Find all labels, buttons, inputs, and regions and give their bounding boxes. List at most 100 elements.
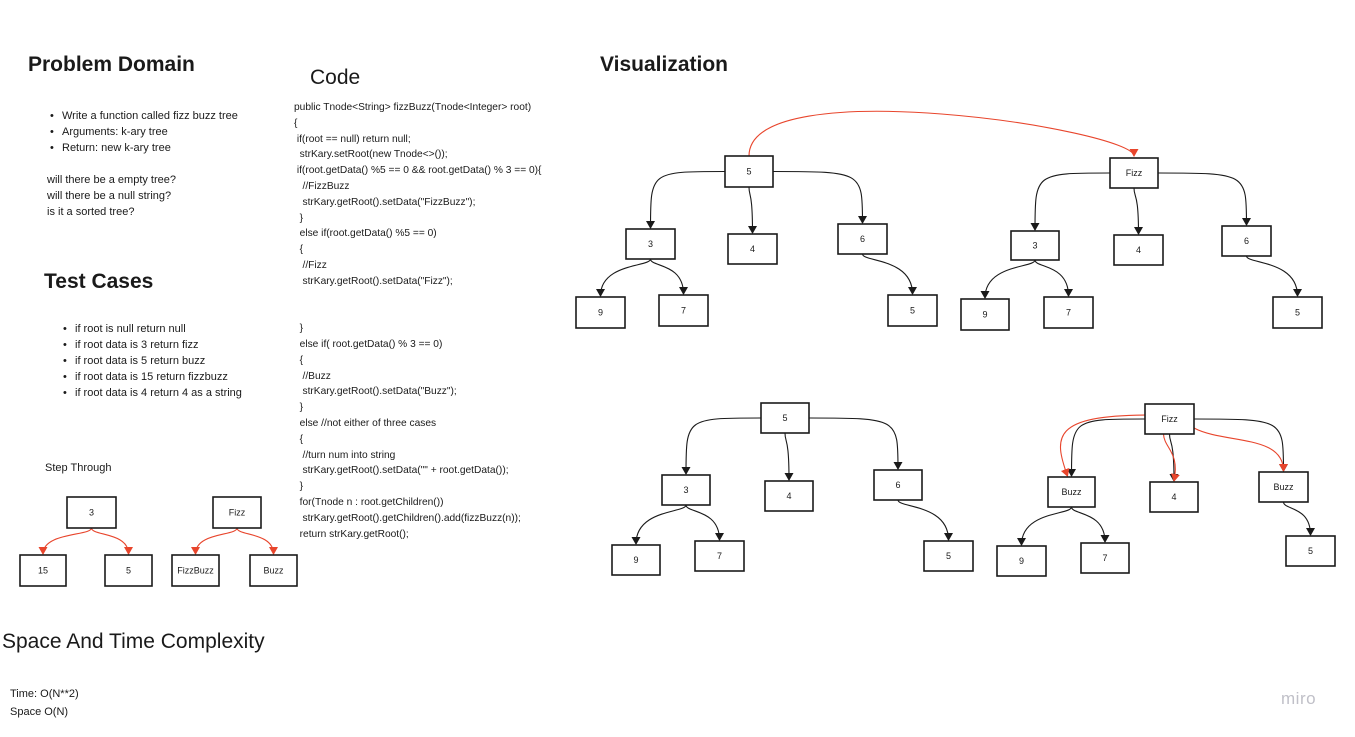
- code-line: else //not either of three cases: [294, 417, 437, 429]
- tree-edge: [649, 258, 688, 295]
- question-line: will there be a empty tree?: [47, 174, 177, 186]
- code-line: }: [294, 402, 304, 414]
- code-line: for(Tnode n : root.getChildren()): [294, 496, 444, 508]
- problem-domain-questions: will there be a empty tree? will there b…: [47, 172, 176, 220]
- tree-edge: [1193, 418, 1288, 472]
- tree-node-label: 7: [1066, 308, 1071, 318]
- tree-node: 6: [873, 469, 923, 501]
- tree-edge: [772, 170, 867, 224]
- tree-edge: [861, 253, 917, 295]
- tree-node: Buzz: [249, 554, 298, 587]
- tree-edge: [1245, 255, 1302, 297]
- code-line: {: [294, 117, 298, 129]
- tree-node-label: 7: [717, 551, 722, 561]
- tree-node-label: 9: [982, 310, 987, 320]
- tree-node-label: 4: [750, 244, 755, 254]
- tree-node: 7: [694, 540, 745, 572]
- tree-edge: [191, 527, 238, 555]
- tree-node-label: 5: [746, 167, 751, 177]
- code-line: //FizzBuzz: [294, 180, 350, 192]
- question-line: will there be a null string?: [47, 190, 172, 202]
- tree-node: 4: [1149, 481, 1199, 513]
- code-line: else if(root.getData() %5 == 0): [294, 228, 437, 240]
- list-item: Write a function called fizz buzz tree: [50, 108, 238, 124]
- space-complexity: Space O(N): [10, 706, 69, 718]
- tree-node: 9: [611, 544, 661, 576]
- tree-node-label: 7: [681, 306, 686, 316]
- step-through-label: Step Through: [45, 462, 112, 474]
- tree-node-box: [724, 155, 774, 188]
- tree-edge: [90, 527, 133, 555]
- code-line: {: [294, 354, 304, 366]
- tree-node-label: Fizz: [1161, 414, 1178, 424]
- tree-node: 9: [575, 296, 626, 329]
- code-line: //turn num into string: [294, 449, 396, 461]
- tree-edge: [1157, 172, 1251, 226]
- tree-node: Buzz: [1258, 471, 1309, 503]
- tree-node-box: [837, 223, 888, 255]
- problem-domain-bullets: Write a function called fizz buzz tree A…: [48, 108, 238, 156]
- code-line: strKary.getRoot().setData("FizzBuzz");: [294, 196, 476, 208]
- visualization-heading: Visualization: [600, 53, 728, 76]
- tree-node: 5: [760, 402, 810, 434]
- tree-node: 5: [104, 554, 153, 587]
- tree-node-box: [1109, 157, 1159, 189]
- transform-arrow: [1162, 433, 1180, 482]
- tree-edge: [1070, 506, 1110, 543]
- tree-node-box: [66, 496, 117, 529]
- code-line: else if( root.getData() % 3 == 0): [294, 338, 443, 350]
- tree-node-box: [658, 294, 709, 327]
- tree-node-box: [1285, 535, 1336, 567]
- tree-node: 4: [1113, 234, 1164, 266]
- tree-edge: [631, 504, 687, 545]
- tree-edge: [646, 170, 726, 229]
- tree-node-box: [1144, 403, 1195, 435]
- tree-edge: [747, 186, 757, 234]
- tree-node: 5: [923, 540, 974, 572]
- code-line: public Tnode<String> fizzBuzz(Tnode<Inte…: [294, 102, 532, 113]
- question-line: is it a sorted tree?: [47, 206, 135, 218]
- tree-edge: [1168, 433, 1179, 482]
- code-line: strKary.getRoot().setData("Buzz");: [294, 386, 457, 398]
- list-item: if root data is 15 return fizzbuzz: [63, 369, 242, 385]
- code-line: }: [294, 212, 304, 224]
- tree-node: 7: [1080, 542, 1130, 574]
- tree-node: 3: [625, 228, 676, 260]
- tree-node-box: [996, 545, 1047, 577]
- tree-node-box: [960, 298, 1010, 331]
- list-item: if root is null return null: [63, 321, 242, 337]
- tree-edge: [1017, 506, 1073, 546]
- code-line: }: [294, 481, 304, 493]
- tree-node: FizzBuzz: [171, 554, 220, 587]
- tree-node-label: 5: [1295, 308, 1300, 318]
- tree-node: 9: [960, 298, 1010, 331]
- tree-edge: [596, 258, 652, 297]
- tree-node-box: [661, 474, 711, 506]
- tree-edge: [980, 259, 1036, 299]
- tree-node-label: 7: [1102, 553, 1107, 563]
- tree-node: Buzz: [1047, 476, 1096, 508]
- tree-node-box: [1258, 471, 1309, 503]
- tree-node-box: [104, 554, 153, 587]
- tree-node-box: [249, 554, 298, 587]
- tree-node-label: 4: [1136, 245, 1141, 255]
- tree-edge: [1030, 172, 1111, 231]
- tree-node: Fizz: [1109, 157, 1159, 189]
- code-block: public Tnode<String> fizzBuzz(Tnode<Inte…: [294, 100, 541, 542]
- tree-node-label: 5: [910, 306, 915, 316]
- list-item: if root data is 3 return fizz: [63, 337, 242, 353]
- tree-node: 6: [837, 223, 888, 255]
- code-line: strKary.getRoot().setData("Fizz");: [294, 275, 453, 287]
- tree-node-box: [1047, 476, 1096, 508]
- tree-node-label: 5: [782, 413, 787, 423]
- list-item: if root data is 5 return buzz: [63, 353, 242, 369]
- code-line: if(root == null) return null;: [294, 133, 411, 145]
- tree-node-box: [611, 544, 661, 576]
- tree-node-box: [575, 296, 626, 329]
- tree-node-box: [1113, 234, 1164, 266]
- tree-node-label: FizzBuzz: [177, 566, 214, 576]
- tree-edge: [38, 527, 93, 555]
- complexity-heading: Space And Time Complexity: [2, 630, 265, 653]
- tree-node-label: 9: [598, 308, 603, 318]
- list-item: Arguments: k-ary tree: [50, 124, 238, 140]
